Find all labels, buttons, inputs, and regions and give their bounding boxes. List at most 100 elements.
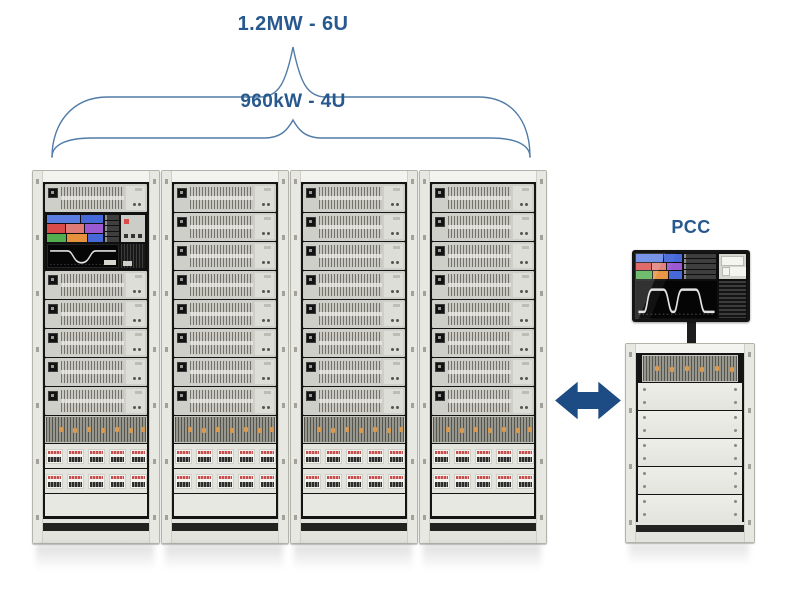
- blank-panel: [638, 383, 742, 410]
- monitor-screen: [635, 253, 747, 319]
- module-display: [177, 246, 187, 256]
- circuit-breaker: [474, 473, 492, 489]
- rack-rail: [744, 344, 754, 542]
- module-controls: [513, 273, 532, 297]
- vent-connector-module: [432, 416, 534, 443]
- module-display: [306, 391, 316, 401]
- psu-module: [303, 242, 405, 270]
- module-controls: [513, 244, 532, 268]
- circuit-breaker: [345, 473, 363, 489]
- waveform-display: [47, 244, 119, 268]
- vent-connector-module: [174, 416, 276, 443]
- circuit-breaker: [195, 448, 213, 464]
- module-vents: [190, 187, 253, 209]
- module-display: [306, 304, 316, 314]
- module-vents: [190, 332, 253, 354]
- monitor-stand: [686, 322, 696, 348]
- module-display: [177, 391, 187, 401]
- module-vents: [319, 274, 382, 296]
- rack-rail: [407, 171, 417, 543]
- control-buttons: [121, 215, 145, 242]
- module-controls: [513, 186, 532, 210]
- module-vents: [319, 216, 382, 238]
- module-vents: [61, 303, 124, 325]
- module-controls: [255, 215, 274, 239]
- circuit-breaker: [129, 473, 147, 489]
- blank-panel: [638, 495, 742, 522]
- module-vents: [190, 274, 253, 296]
- touchscreen-tiles: [47, 215, 103, 242]
- blank-panel: [174, 494, 276, 516]
- blank-panel: [303, 494, 405, 516]
- circuit-breaker: [303, 473, 321, 489]
- circuit-breaker: [474, 448, 492, 464]
- blank-panel: [432, 494, 534, 516]
- pcc-interior: [636, 353, 744, 522]
- psu-module: [432, 184, 534, 212]
- module-controls: [126, 273, 145, 297]
- module-vents: [448, 216, 511, 238]
- psu-module: [45, 387, 147, 415]
- circuit-breaker: [174, 448, 192, 464]
- module-controls: [126, 331, 145, 355]
- rack-interior: [172, 182, 278, 519]
- circuit-breaker: [366, 473, 384, 489]
- rack-reflection: [629, 543, 749, 565]
- breaker-panel: [303, 469, 405, 493]
- circuit-breaker: [495, 473, 513, 489]
- module-vents: [190, 361, 253, 383]
- module-vents: [319, 187, 382, 209]
- module-display: [48, 188, 58, 198]
- circuit-breaker: [108, 473, 126, 489]
- circuit-breaker: [366, 448, 384, 464]
- rack-rail: [278, 171, 288, 543]
- psu-module: [174, 329, 276, 357]
- rack-reflection: [423, 544, 541, 570]
- power-rack-4: [419, 170, 547, 544]
- module-controls: [384, 389, 403, 413]
- module-vents: [190, 390, 253, 412]
- psu-module: [303, 387, 405, 415]
- module-vents: [61, 187, 124, 209]
- rack-rail: [536, 171, 546, 543]
- circuit-breaker: [453, 473, 471, 489]
- module-controls: [384, 244, 403, 268]
- psu-module: [303, 300, 405, 328]
- breaker-panel: [432, 469, 534, 493]
- circuit-breaker: [87, 473, 105, 489]
- rack-base-strip: [172, 523, 278, 531]
- rack-reflection: [36, 544, 154, 570]
- module-vents: [61, 390, 124, 412]
- module-controls: [126, 360, 145, 384]
- screen-tiles: [636, 254, 683, 280]
- module-vents: [319, 245, 382, 267]
- psu-module: [174, 387, 276, 415]
- vent-connector-module: [45, 416, 147, 443]
- power-rack-1: [32, 170, 160, 544]
- module-display: [48, 362, 58, 372]
- module-vents: [448, 303, 511, 325]
- rack-rail: [149, 171, 159, 543]
- module-display: [435, 275, 445, 285]
- psu-module: [303, 213, 405, 241]
- module-vents: [190, 303, 253, 325]
- breaker-panel: [174, 469, 276, 493]
- circuit-breaker: [66, 448, 84, 464]
- module-controls: [513, 215, 532, 239]
- circuit-breaker: [324, 473, 342, 489]
- blank-panel: [638, 467, 742, 494]
- module-controls: [255, 302, 274, 326]
- module-display: [306, 188, 316, 198]
- module-vents: [61, 274, 124, 296]
- circuit-breaker: [516, 448, 534, 464]
- rack-rail: [626, 344, 636, 542]
- psu-module: [432, 271, 534, 299]
- module-display: [435, 246, 445, 256]
- module-display: [48, 304, 58, 314]
- psu-module: [45, 329, 147, 357]
- psu-module: [45, 271, 147, 299]
- module-controls: [255, 360, 274, 384]
- module-vents: [448, 332, 511, 354]
- psu-module: [174, 242, 276, 270]
